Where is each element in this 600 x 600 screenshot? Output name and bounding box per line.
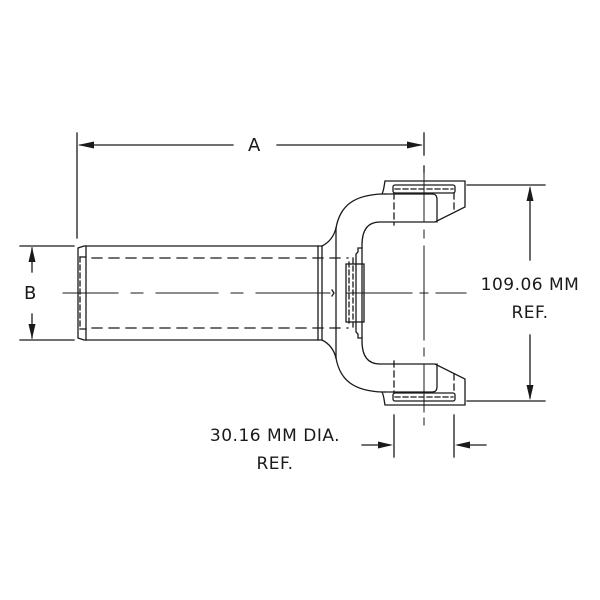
bore-diameter-value: 30.16 MM DIA. xyxy=(209,426,341,446)
arrow-up-icon xyxy=(526,186,534,201)
dimension-a-label: A xyxy=(248,135,261,156)
yoke-body xyxy=(321,180,466,406)
centerlines xyxy=(62,171,467,426)
arrow-up-icon xyxy=(28,247,36,262)
arrow-right-icon xyxy=(378,441,393,449)
arrow-left-icon xyxy=(78,141,94,149)
yoke-span-note: REF. xyxy=(511,303,549,323)
dimension-b-label: B xyxy=(24,283,37,304)
yoke-span-value: 109.06 MM xyxy=(480,275,580,295)
dimension-a-lines xyxy=(76,132,425,239)
dimension-bore-diameter-lines xyxy=(361,414,487,458)
dimension-yoke-span-lines xyxy=(466,184,546,402)
arrow-left-icon xyxy=(455,441,470,449)
arrow-down-icon xyxy=(28,324,36,339)
bore-diameter-note: REF. xyxy=(256,454,294,474)
dimension-b-lines xyxy=(19,245,75,341)
arrow-down-icon xyxy=(526,385,534,400)
arrow-right-icon xyxy=(407,141,423,149)
